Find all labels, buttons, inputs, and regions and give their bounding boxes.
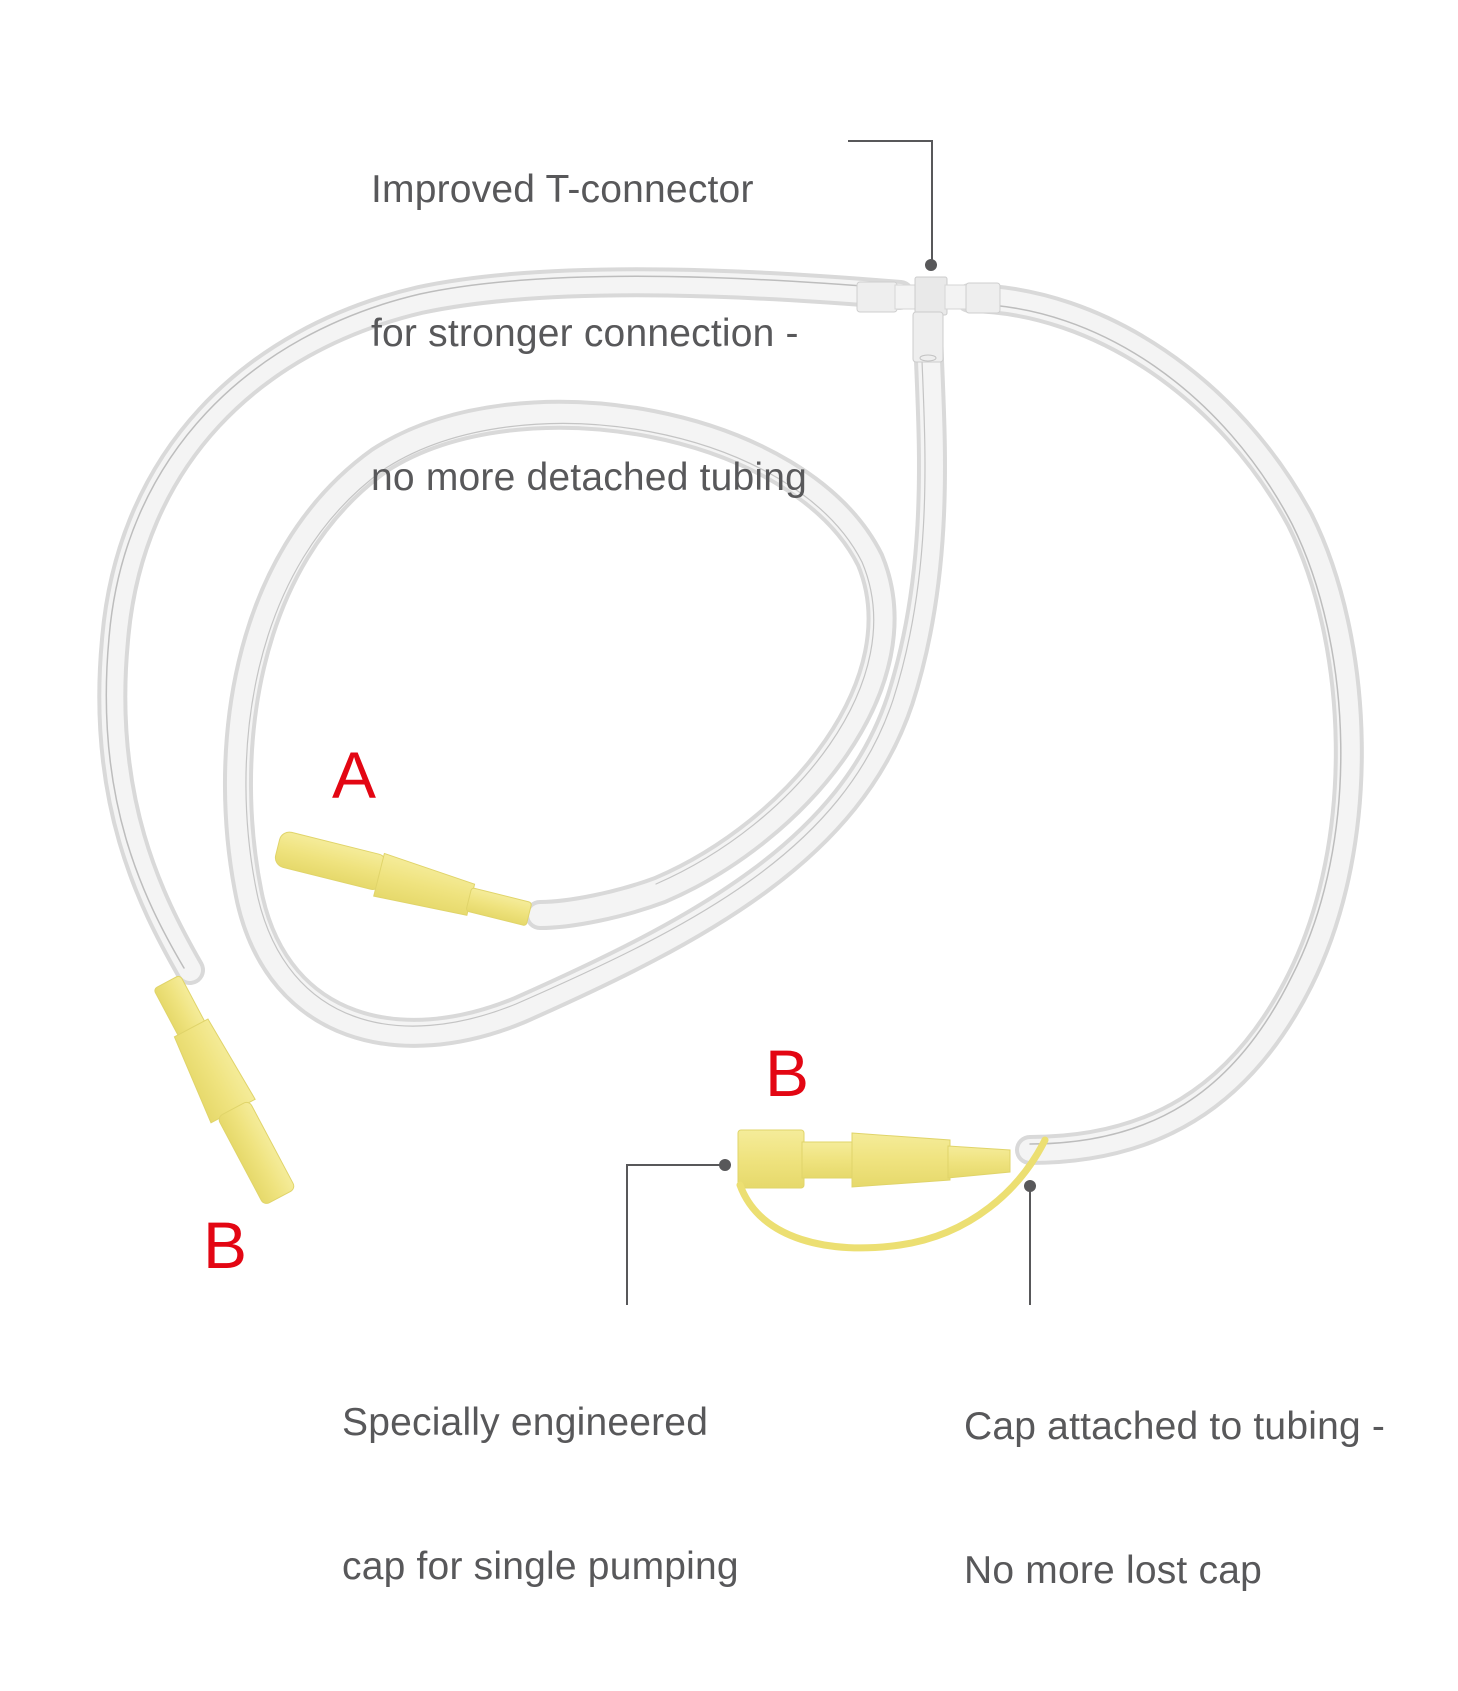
attached-cap-callout: Cap attached to tubing - No more lost ca… (964, 1307, 1385, 1691)
t-connector-leader (848, 140, 933, 262)
attached-cap-dot (1024, 1180, 1036, 1192)
tube-right-branch (955, 283, 1364, 1165)
tubing-illustration (97, 140, 1364, 1305)
callout-line: No more lost cap (964, 1549, 1262, 1592)
callout-line: Improved T-connector (371, 168, 754, 211)
connector-b-right (736, 1129, 1049, 1252)
t-connector (856, 276, 1001, 363)
label-b-left: B (203, 1208, 248, 1282)
callout-line: cap for single pumping (342, 1545, 739, 1588)
label-a: A (332, 738, 377, 812)
connector-a (274, 831, 532, 926)
cap-strap (736, 1136, 1049, 1252)
leader-lines (626, 140, 1031, 1305)
callout-line: no more detached tubing (371, 456, 808, 499)
single-cap-leader (626, 1164, 725, 1305)
t-connector-callout: Improved T-connector for stronger connec… (371, 70, 807, 598)
single-pumping-cap-callout: Specially engineered cap for single pump… (342, 1303, 739, 1687)
product-diagram: Improved T-connector for stronger connec… (97, 70, 1385, 1592)
callout-line: Cap attached to tubing - (964, 1405, 1386, 1448)
callout-line: for stronger connection - (371, 312, 799, 355)
connector-b-left (154, 975, 295, 1204)
single-cap-dot (719, 1159, 731, 1171)
callout-line: Specially engineered (342, 1401, 709, 1444)
t-connector-dot (925, 259, 937, 271)
label-b-right: B (765, 1036, 810, 1110)
tubing (97, 267, 1364, 1165)
